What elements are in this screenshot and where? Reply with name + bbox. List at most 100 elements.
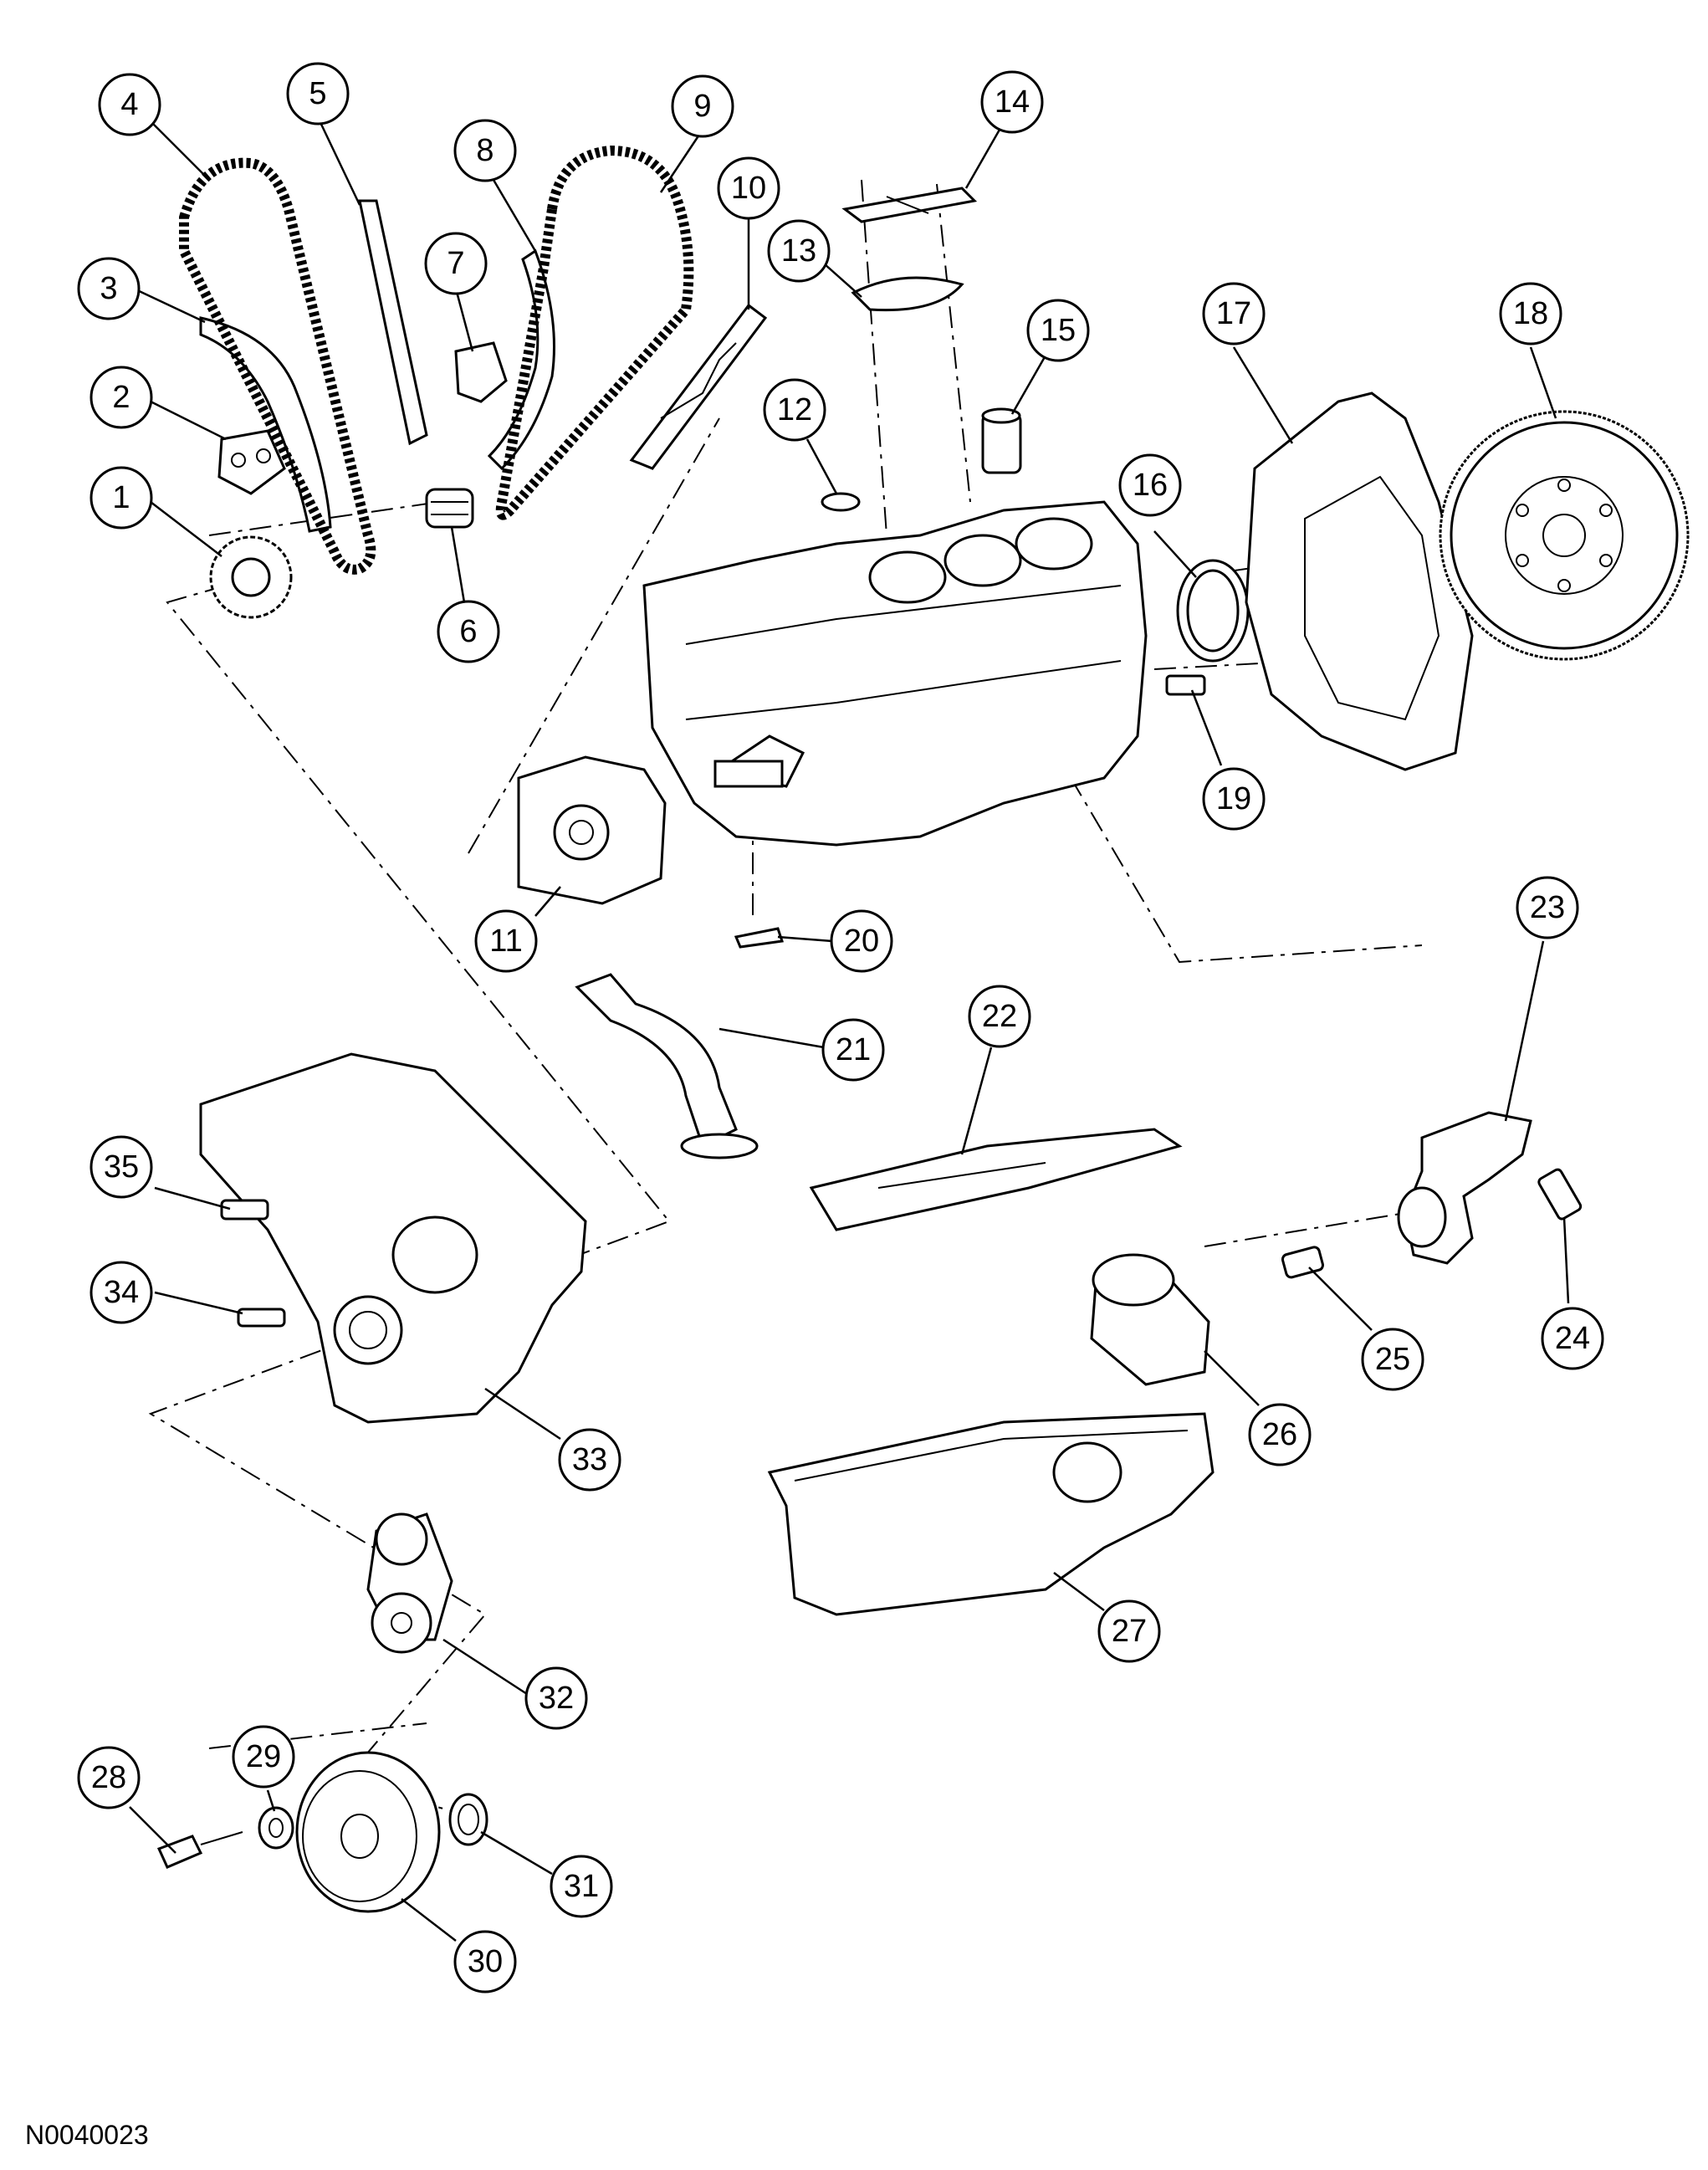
callout-13: 13	[767, 219, 831, 283]
timing-chain-guide-right	[629, 303, 768, 470]
svg-text:2: 2	[112, 380, 130, 415]
callout-6: 6	[437, 600, 500, 663]
svg-text:4: 4	[120, 87, 138, 122]
timing-chain-right	[495, 145, 694, 520]
callout-3: 3	[77, 257, 141, 320]
svg-text:34: 34	[104, 1275, 139, 1310]
callout-22: 22	[968, 985, 1031, 1048]
figure-id: N0040023	[25, 2120, 149, 2150]
svg-text:32: 32	[539, 1681, 574, 1716]
svg-text:16: 16	[1133, 468, 1168, 503]
small-gasket	[734, 927, 784, 949]
svg-text:26: 26	[1262, 1417, 1297, 1452]
oil-pump	[517, 755, 667, 905]
callout-28: 28	[77, 1746, 141, 1809]
callout-35: 35	[89, 1135, 153, 1199]
svg-text:8: 8	[476, 133, 493, 168]
svg-text:24: 24	[1555, 1321, 1590, 1356]
callout-17: 17	[1202, 282, 1266, 345]
gasket-13	[851, 276, 964, 312]
engine-rear-plate	[1245, 392, 1474, 771]
tensioner-arm-right	[487, 248, 555, 471]
callout-14: 14	[980, 70, 1044, 134]
callout-24: 24	[1541, 1307, 1604, 1370]
callout-32: 32	[524, 1666, 588, 1730]
callout-19: 19	[1202, 767, 1266, 831]
sleeve	[981, 407, 1022, 474]
timing-chain-left	[179, 157, 376, 575]
callout-12: 12	[763, 378, 826, 442]
crankshaft-sprocket	[209, 535, 293, 619]
core-plug	[821, 492, 861, 512]
svg-text:28: 28	[91, 1760, 126, 1795]
callout-20: 20	[830, 909, 893, 973]
callout-4: 4	[98, 73, 161, 136]
svg-text:20: 20	[844, 924, 879, 959]
gasket-14	[841, 187, 978, 223]
oil-pickup-tube	[575, 973, 759, 1159]
oil-pan	[767, 1412, 1215, 1616]
svg-text:11: 11	[489, 924, 522, 959]
svg-text:27: 27	[1112, 1614, 1147, 1649]
callout-25: 25	[1361, 1328, 1424, 1391]
oil-filter-fitting	[1537, 1168, 1583, 1221]
timing-chain-guide-left	[358, 199, 428, 446]
svg-text:35: 35	[104, 1149, 139, 1185]
svg-text:14: 14	[995, 84, 1030, 120]
svg-text:12: 12	[777, 392, 812, 427]
callout-15: 15	[1026, 299, 1090, 362]
crank-bolt	[156, 1831, 243, 1869]
svg-text:25: 25	[1375, 1342, 1410, 1377]
washer	[258, 1806, 294, 1850]
svg-text:7: 7	[447, 246, 464, 281]
engine-block	[642, 500, 1148, 847]
callout-23: 23	[1516, 876, 1579, 939]
callout-33: 33	[558, 1428, 621, 1492]
callouts: 1 2 3 4 5 6 7 8 9 10 11 12 13 14 15 16 1…	[77, 62, 1604, 1993]
callout-30: 30	[453, 1930, 517, 1993]
oil-filter-adapter	[1397, 1111, 1532, 1265]
svg-text:13: 13	[781, 233, 816, 269]
svg-text:6: 6	[459, 614, 477, 649]
leader-lines	[129, 116, 1570, 1942]
svg-text:18: 18	[1513, 296, 1548, 331]
callout-27: 27	[1097, 1599, 1161, 1663]
svg-text:31: 31	[564, 1869, 599, 1904]
svg-text:33: 33	[572, 1442, 607, 1477]
callout-26: 26	[1248, 1403, 1312, 1466]
svg-text:22: 22	[982, 999, 1017, 1034]
svg-text:9: 9	[693, 89, 711, 124]
windage-tray	[809, 1128, 1183, 1231]
oil-filter	[1090, 1253, 1210, 1386]
timing-chain-tensioner-right	[454, 341, 508, 403]
callout-1: 1	[89, 466, 153, 530]
callout-7: 7	[424, 232, 488, 295]
svg-text:21: 21	[836, 1032, 871, 1067]
crankshaft-position-sensor	[237, 1308, 286, 1328]
svg-text:3: 3	[100, 271, 117, 306]
rear-main-seal	[1176, 559, 1250, 663]
callout-29: 29	[232, 1725, 295, 1789]
front-crank-seal	[448, 1793, 488, 1846]
oil-pressure-sensor	[1165, 674, 1206, 696]
svg-text:19: 19	[1216, 781, 1251, 816]
callout-16: 16	[1118, 453, 1182, 517]
callout-18: 18	[1499, 282, 1562, 345]
belt-tensioner	[366, 1512, 453, 1654]
svg-text:15: 15	[1041, 313, 1076, 348]
callout-21: 21	[821, 1018, 885, 1082]
callout-10: 10	[717, 156, 780, 220]
callout-8: 8	[453, 119, 517, 182]
svg-text:30: 30	[468, 1944, 503, 1979]
callout-34: 34	[89, 1261, 153, 1324]
callout-5: 5	[286, 62, 350, 125]
crankshaft-pulley	[295, 1751, 441, 1913]
idler-sprocket	[425, 488, 474, 529]
camshaft-position-sensor	[220, 1199, 269, 1221]
callout-31: 31	[550, 1855, 613, 1918]
timing-cover	[199, 1052, 587, 1424]
tensioner-arm-left	[199, 316, 332, 533]
svg-text:10: 10	[731, 171, 766, 206]
threaded-insert	[1281, 1246, 1324, 1279]
